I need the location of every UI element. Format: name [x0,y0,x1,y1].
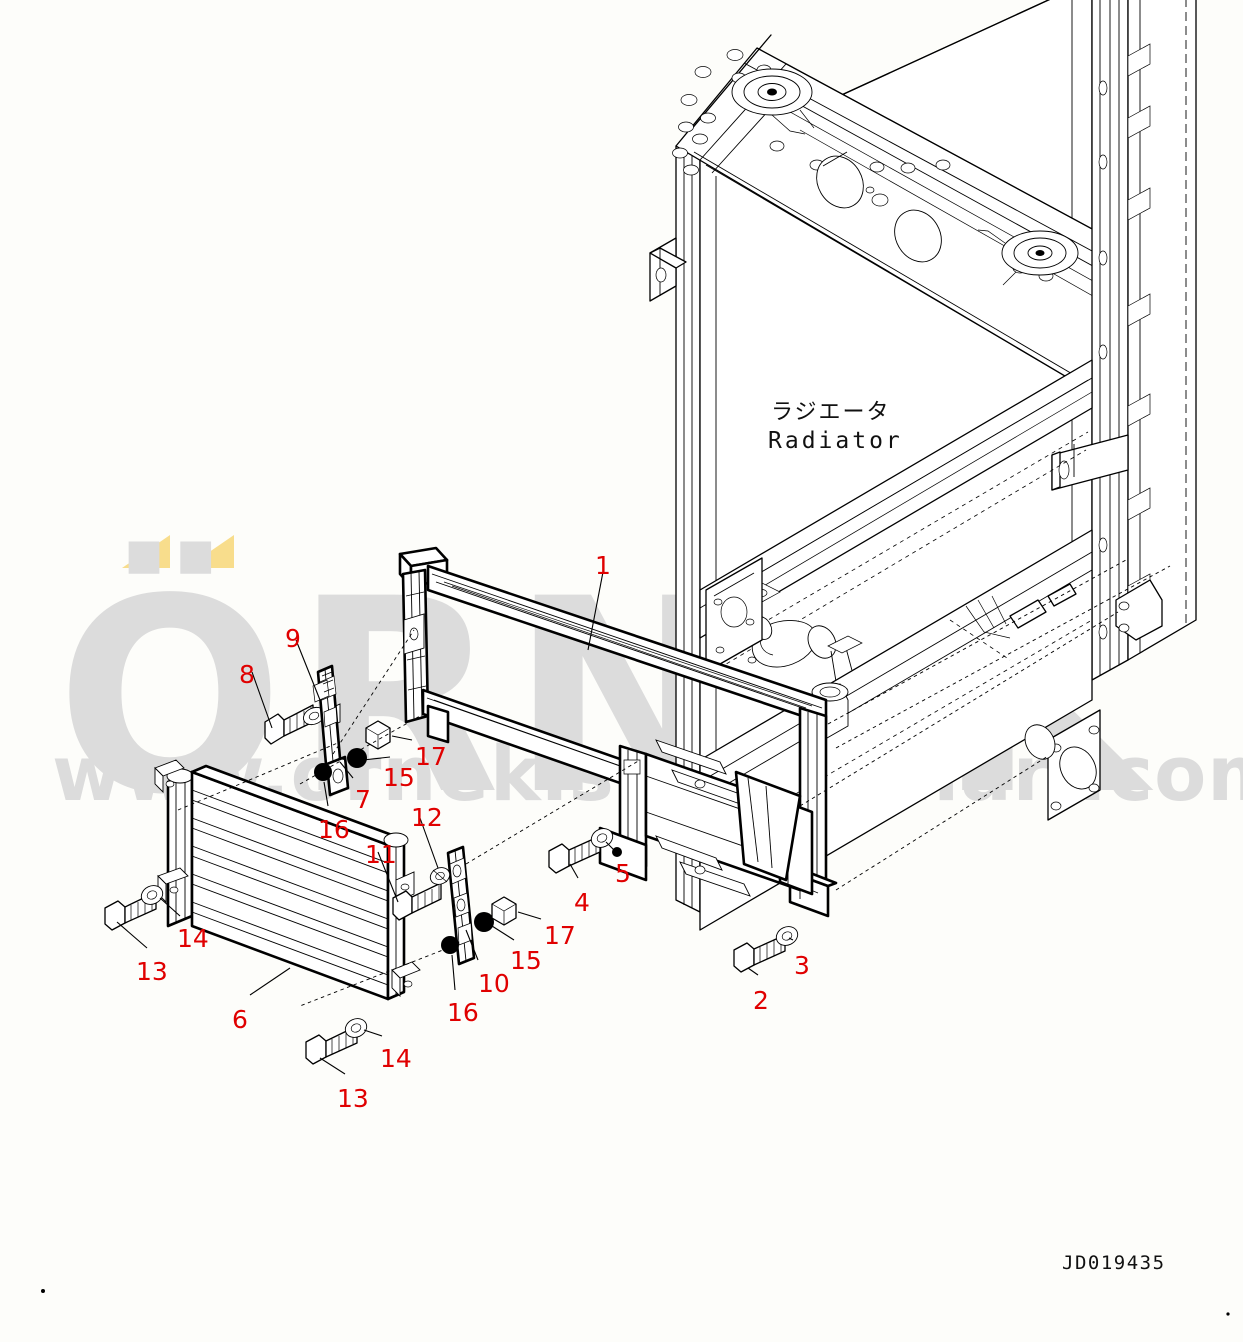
radiator-label-jp: ラジエータ [771,400,891,425]
part-14a-washer [140,885,164,905]
callout-16a[interactable]: 16 [318,815,350,844]
part-1-radiator-guard-frame [398,546,838,918]
part-14b-washer [344,1018,368,1038]
assembly-alignment-lines [177,559,1171,1007]
radiator-hose-stubs [816,151,942,263]
callout-13b[interactable]: 13 [337,1084,369,1113]
callout-5[interactable]: 5 [615,859,631,888]
radiator-mid-bracket-arm [1051,434,1129,491]
callout-17a[interactable]: 17 [415,742,447,771]
callout-3[interactable]: 3 [794,951,810,980]
callout-1[interactable]: 1 [595,551,611,580]
part-17a-hex-nut [365,720,391,750]
radiator-secondary-port [977,229,1079,286]
radiator-label-en: Radiator [768,428,903,454]
part-6-oil-cooler-core [154,759,421,1001]
callout-2[interactable]: 2 [753,986,769,1015]
guard-left-mount-plate [403,613,425,655]
registration-mark-bl [41,1289,45,1293]
part-3-washer [775,926,799,946]
watermark-accent-2 [186,535,234,568]
callout-10[interactable]: 10 [478,969,510,998]
leader-lines [116,571,794,1075]
callout-9[interactable]: 9 [285,624,301,653]
radiator-assembly [649,0,1197,931]
callout-17b[interactable]: 17 [544,921,576,950]
part-16b-bushing [474,912,494,932]
callout-4[interactable]: 4 [574,888,590,917]
part-11-bolt [392,882,442,921]
callout-14a[interactable]: 14 [177,924,209,953]
part-16b2-bushing [441,936,459,954]
radiator-cap [731,68,815,135]
part-12-washer [429,867,451,885]
radiator-left-ear-bracket [649,237,687,302]
callout-15b[interactable]: 15 [510,946,542,975]
part-7-upper-stay-bracket [312,664,350,797]
callout-14b[interactable]: 14 [380,1044,412,1073]
part-16a-bushing [347,748,367,768]
watermark-accent-1 [122,535,170,568]
radiator-stepped-plate [1115,579,1163,641]
callout-6[interactable]: 6 [232,1005,248,1034]
callout-8[interactable]: 8 [239,660,255,689]
part-16a2-bushing [314,763,332,781]
part-17b-hex-nut [491,896,517,926]
drawing-number: JD019435 [1062,1252,1166,1274]
part-2-bolt [733,934,786,973]
callout-12[interactable]: 12 [411,803,443,832]
radiator-bottom-mount-boss [1024,709,1101,821]
callout-7[interactable]: 7 [355,785,371,814]
registration-mark-br [1226,1312,1230,1316]
callout-11[interactable]: 11 [365,840,397,869]
callout-15a[interactable]: 15 [383,763,415,792]
callout-13a[interactable]: 13 [136,957,168,986]
guard-panel-slots [655,739,754,897]
callout-16b[interactable]: 16 [447,998,479,1027]
